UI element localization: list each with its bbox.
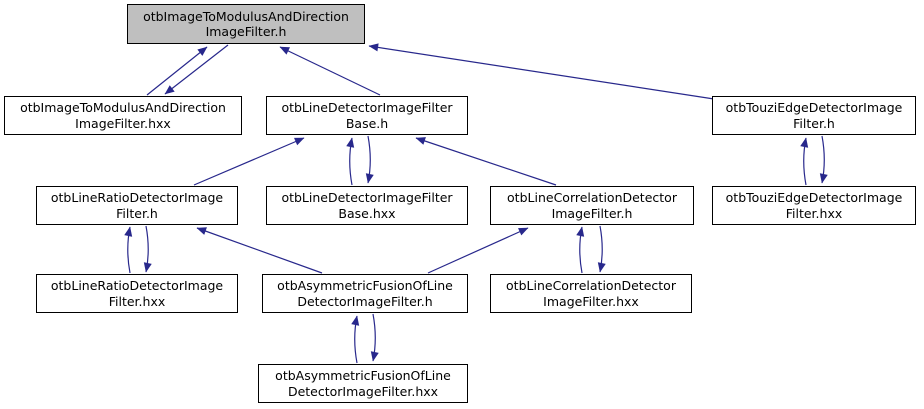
edge-lineDetectorBaseHxx-to-lineDetectorBaseH xyxy=(346,137,355,186)
node-otbImageToModulusAndDirectionImageFilter-hxx[interactable]: otbImageToModulusAndDirection ImageFilte… xyxy=(4,96,242,135)
edge-asymmetricFusionH-to-lineCorrelationH xyxy=(427,227,529,274)
node-otbTouziEdgeDetectorImageFilter-hxx[interactable]: otbTouziEdgeDetectorImage Filter.hxx xyxy=(712,186,916,225)
node-label-line: otbAsymmetricFusionOfLine xyxy=(275,368,451,383)
edge-lineCorrelationHxx-to-lineCorrelationH xyxy=(576,226,585,274)
node-label-line: otbTouziEdgeDetectorImage xyxy=(725,100,903,115)
node-label-line: otbLineDetectorImageFilter xyxy=(281,190,453,205)
node-label-line: otbLineRatioDetectorImage xyxy=(50,278,224,293)
node-otbLineCorrelationDetectorImageFilter-h[interactable]: otbLineCorrelationDetector ImageFilter.h xyxy=(490,186,694,225)
node-otbImageToModulusAndDirectionImageFilter-h: otbImageToModulusAndDirection ImageFilte… xyxy=(127,4,365,44)
node-label-line: DetectorImageFilter.h xyxy=(297,293,433,309)
node-otbLineDetectorImageFilterBase-h[interactable]: otbLineDetectorImageFilter Base.h xyxy=(266,96,468,135)
node-label-line: ImageFilter.h xyxy=(205,24,287,39)
node-label-line: DetectorImageFilter.hxx xyxy=(287,383,439,399)
node-otbLineCorrelationDetectorImageFilter-hxx[interactable]: otbLineCorrelationDetector ImageFilter.h… xyxy=(490,274,692,313)
node-label-line: Base.hxx xyxy=(338,205,396,221)
node-label-line: Filter.h xyxy=(116,205,158,221)
edge-lineDetectorBaseH-to-root xyxy=(279,46,381,96)
node-label-line: Filter.hxx xyxy=(108,293,166,309)
node-label-line: otbLineCorrelationDetector xyxy=(507,190,677,205)
node-label-line: Filter.h xyxy=(793,115,835,131)
node-label-line: ImageFilter.hxx xyxy=(75,115,171,131)
node-otbAsymmetricFusionOfLineDetectorImageFilter-h[interactable]: otbAsymmetricFusionOfLine DetectorImageF… xyxy=(262,274,468,313)
edge-asymmetricFusionH-to-lineRatioH xyxy=(196,227,323,274)
node-label-line: Filter.hxx xyxy=(785,205,843,221)
edge-touziH-to-touziHxx xyxy=(819,135,828,184)
edge-lineRatioH-to-lineRatioHxx xyxy=(143,225,152,273)
edge-lineDetectorBaseH-to-lineDetectorBaseHxx xyxy=(365,135,374,184)
node-label-line: ImageFilter.h xyxy=(551,205,633,221)
node-label-line: otbLineRatioDetectorImage xyxy=(50,190,224,205)
node-label-line: otbAsymmetricFusionOfLine xyxy=(277,278,453,293)
edge-lineCorrelationH-to-lineCorrelationHxx xyxy=(597,225,606,273)
node-otbLineDetectorImageFilterBase-hxx[interactable]: otbLineDetectorImageFilter Base.hxx xyxy=(266,186,468,225)
node-label-line: otbImageToModulusAndDirection xyxy=(143,8,349,24)
edge-asymmetricFusionHxx-to-asymmetricFusionH xyxy=(351,315,360,364)
edge-lineRatioH-to-lineDetectorBaseH xyxy=(193,137,305,186)
node-otbTouziEdgeDetectorImageFilter-h[interactable]: otbTouziEdgeDetectorImage Filter.h xyxy=(712,96,916,135)
node-label-line: Base.h xyxy=(345,115,389,131)
node-label-line: otbImageToModulusAndDirection xyxy=(20,100,226,115)
edge-touziH-to-root xyxy=(368,43,715,100)
node-label-line: otbLineCorrelationDetector xyxy=(506,278,676,293)
node-otbLineRatioDetectorImageFilter-h[interactable]: otbLineRatioDetectorImage Filter.h xyxy=(36,186,238,225)
node-otbLineRatioDetectorImageFilter-hxx[interactable]: otbLineRatioDetectorImage Filter.hxx xyxy=(36,274,238,313)
node-label-line: otbTouziEdgeDetectorImage xyxy=(725,190,903,205)
edge-root-to-imageToModulusHxx xyxy=(164,44,229,95)
node-otbAsymmetricFusionOfLineDetectorImageFilter-hxx[interactable]: otbAsymmetricFusionOfLine DetectorImageF… xyxy=(258,364,468,403)
edge-lineRatioHxx-to-lineRatioH xyxy=(124,226,133,274)
edge-imageToModulusHxx-to-root xyxy=(146,46,208,96)
edge-touziHxx-to-touziH xyxy=(800,137,809,186)
node-label-line: otbLineDetectorImageFilter xyxy=(281,100,453,115)
edge-lineCorrelationH-to-lineDetectorBaseH xyxy=(415,137,557,186)
node-label-line: ImageFilter.hxx xyxy=(543,293,639,309)
edge-asymmetricFusionH-to-asymmetricFusionHxx xyxy=(370,313,379,362)
